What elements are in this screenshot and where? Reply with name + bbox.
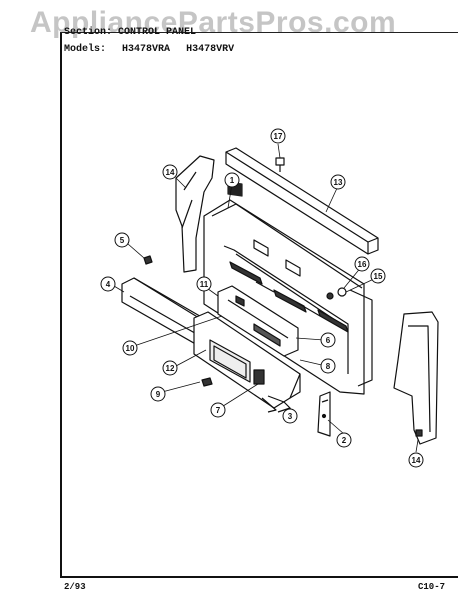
callout-label: 6 [326,336,331,345]
callout-label: 17 [274,132,283,141]
callout-label: 8 [326,362,331,371]
watermark: AppliancePartsPros.com [30,6,397,39]
callout-10: 10 [122,340,138,356]
models-label: Models: [64,44,107,55]
callout-1: 1 [224,172,240,188]
part-screw-small [143,255,213,387]
callout-17: 17 [270,128,286,144]
callout-label: 9 [156,390,161,399]
callout-label: 14 [412,456,421,465]
diagram-frame [60,32,458,578]
callout-label: 11 [200,280,209,289]
callout-label: 1 [230,176,235,185]
callout-3: 3 [282,408,298,424]
callout-5: 5 [114,232,130,248]
part-control-board [217,285,299,357]
part-end-cap-right [393,311,439,445]
part-end-cap-left [175,155,215,273]
callout-label: 13 [334,178,343,187]
callout-11: 11 [196,276,212,292]
part-screw [275,157,285,172]
callout-15: 15 [370,268,386,284]
page-code: C10-7 [418,582,446,592]
callout-label: 4 [106,280,111,289]
callout-label: 16 [358,260,367,269]
leader-lines [113,143,419,453]
callout-13: 13 [330,174,346,190]
callout-8: 8 [320,358,336,374]
section-title: Section: CONTROL PANEL [64,27,197,38]
callout-7: 7 [210,402,226,418]
callout-6: 6 [320,332,336,348]
callout-label: 10 [126,344,135,353]
callout-label: 5 [120,236,125,245]
callout-label: 15 [374,272,383,281]
part-side-bracket [317,391,331,437]
callout-2: 2 [336,432,352,448]
callouts: 1 2 3 4 5 6 7 8 9 10 11 12 13 14 14 15 1… [100,128,424,468]
callout-9: 9 [150,386,166,402]
callout-14-left: 14 [162,164,178,180]
revision-date: 2/93 [64,582,86,592]
part-fascia [193,311,301,413]
callout-12: 12 [162,360,178,376]
models-line: Models: H3478VRA H3478VRV [64,44,244,55]
model-number: H3478VRV [186,44,235,55]
callout-label: 14 [166,168,175,177]
callout-14-right: 14 [408,452,424,468]
callout-label: 7 [216,406,221,415]
model-number: H3478VRA [122,44,171,55]
frame-top-rule [60,32,458,33]
callout-4: 4 [100,276,116,292]
callout-label: 12 [166,364,175,373]
callout-label: 3 [288,412,293,421]
callout-16: 16 [354,256,370,272]
callout-label: 2 [342,436,347,445]
